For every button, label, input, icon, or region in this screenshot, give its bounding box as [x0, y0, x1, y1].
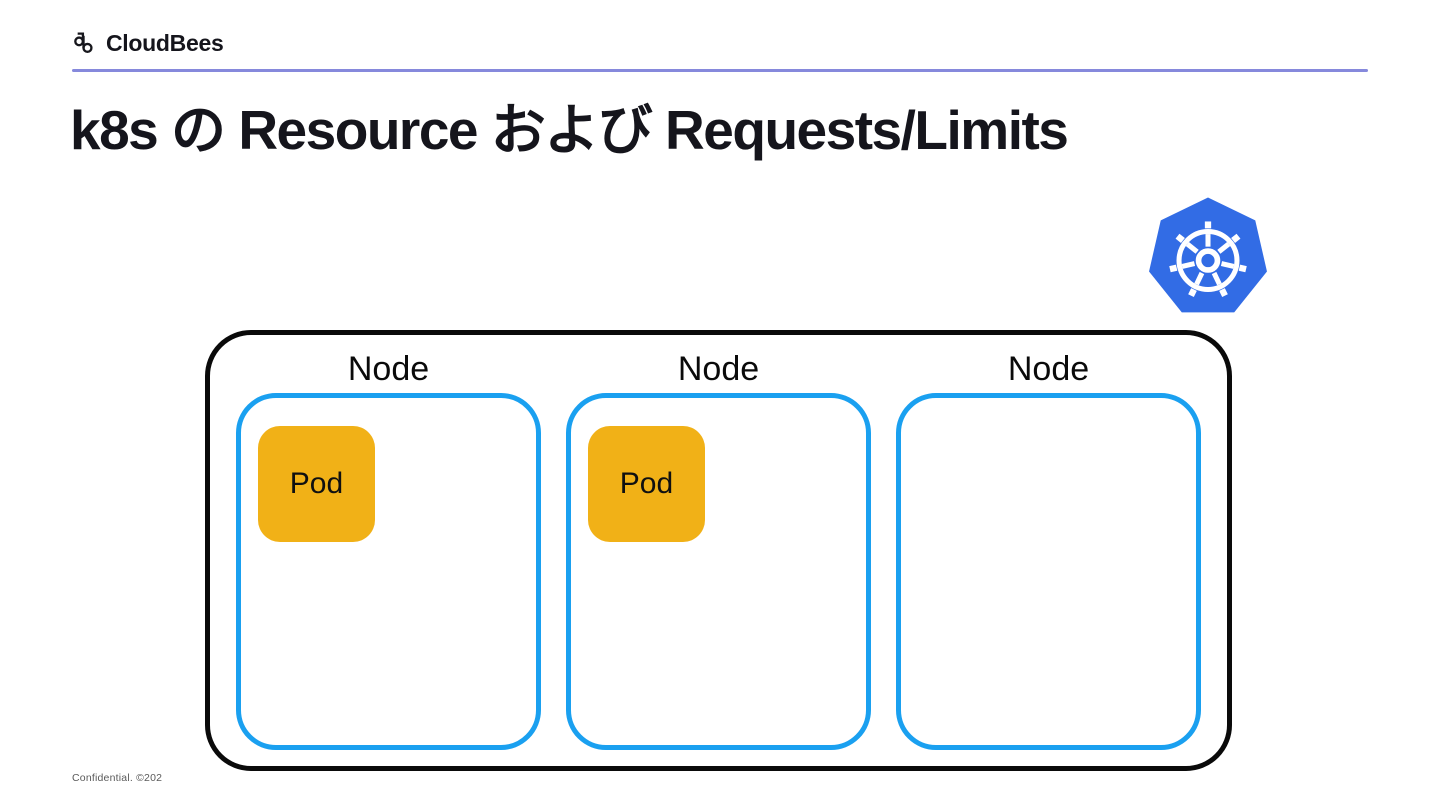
brand-logo: CloudBees	[71, 28, 224, 58]
cloudbees-logo-icon	[71, 28, 98, 58]
node-column-3: Node	[896, 345, 1201, 750]
pod-label: Pod	[619, 467, 674, 500]
node-box-1: Pod	[236, 393, 541, 750]
node-label: Node	[677, 350, 760, 388]
header-divider	[72, 69, 1368, 72]
node-box-2: Pod	[566, 393, 871, 750]
node-box-3	[896, 393, 1201, 750]
pod-label: Pod	[289, 467, 344, 500]
confidential-footer: Confidential. ©202	[72, 772, 163, 784]
pod-box: Pod	[588, 426, 705, 542]
node-column-2: Node Pod	[566, 345, 871, 750]
pod-box: Pod	[258, 426, 375, 542]
page-title: k8s の Resource および Requests/Limits	[70, 99, 1069, 161]
brand-wordmark: CloudBees	[106, 29, 224, 56]
node-column-1: Node Pod	[236, 345, 541, 750]
node-label: Node	[347, 350, 430, 388]
cluster-box: Node Pod Node Pod Node	[205, 330, 1232, 771]
kubernetes-icon	[1145, 195, 1271, 321]
node-label: Node	[1007, 350, 1090, 388]
